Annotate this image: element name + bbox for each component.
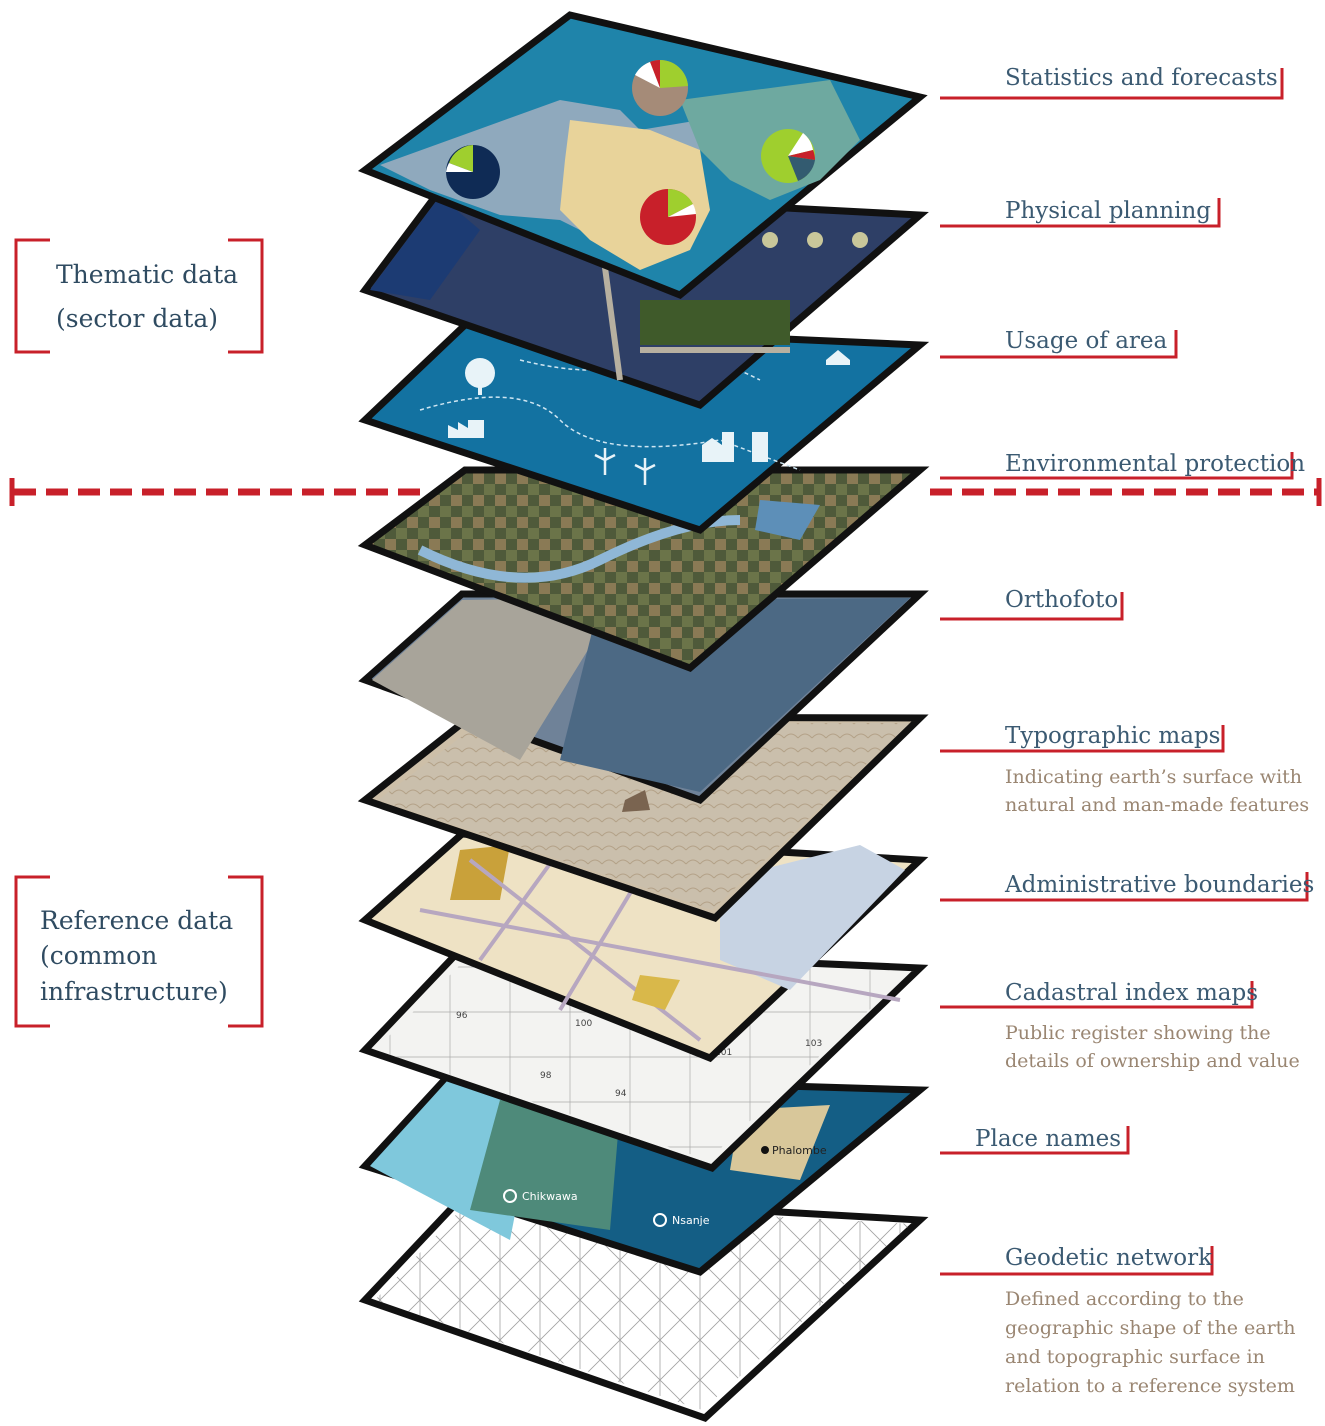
label-physical-planning: Physical planning bbox=[940, 198, 1221, 228]
label-place-names: Place names bbox=[940, 1126, 1130, 1155]
wind-turbine-icon bbox=[594, 448, 656, 485]
svg-text:Geodetic network: Geodetic network bbox=[1005, 1245, 1213, 1271]
svg-text:Chikwawa: Chikwawa bbox=[522, 1190, 578, 1203]
pie-top-center bbox=[632, 59, 688, 116]
svg-text:Public register showing the: Public register showing the bbox=[1005, 1022, 1271, 1044]
layer-administrative-boundaries bbox=[358, 830, 929, 1063]
svg-text:Environmental protection: Environmental protection bbox=[1005, 451, 1305, 477]
city-buildings-icon bbox=[702, 432, 768, 462]
svg-text:Nsanje: Nsanje bbox=[672, 1214, 710, 1227]
thematic-data-label-line2: (sector data) bbox=[56, 304, 218, 333]
svg-text:101: 101 bbox=[715, 1048, 732, 1058]
svg-text:100: 100 bbox=[575, 1019, 592, 1029]
pie-right bbox=[761, 129, 815, 183]
svg-text:94: 94 bbox=[615, 1089, 627, 1099]
svg-text:geographic shape of the earth: geographic shape of the earth bbox=[1005, 1317, 1296, 1339]
label-administrative-boundaries: Administrative boundaries bbox=[940, 872, 1314, 902]
reference-data-label-line2: (common bbox=[40, 941, 157, 970]
thematic-data-label-line1: Thematic data bbox=[56, 260, 238, 289]
svg-text:details of ownership and value: details of ownership and value bbox=[1005, 1050, 1300, 1072]
tree-icon bbox=[465, 358, 495, 395]
pie-center bbox=[640, 188, 696, 245]
svg-text:Indicating earth’s surface wit: Indicating earth’s surface with bbox=[1005, 766, 1302, 788]
label-typographic-maps: Typographic maps Indicating earth’s surf… bbox=[940, 723, 1309, 816]
layer-statistics-and-forecasts bbox=[357, 11, 928, 300]
label-usage-of-area: Usage of area bbox=[940, 328, 1178, 359]
svg-text:96: 96 bbox=[456, 1011, 468, 1021]
reference-data-label-line1: Reference data bbox=[40, 906, 233, 935]
layer-place-names: Chikwawa Nsanje Phalombe bbox=[358, 1072, 930, 1276]
svg-text:Typographic maps: Typographic maps bbox=[1005, 723, 1220, 749]
thematic-reference-divider bbox=[9, 478, 1322, 506]
place-marker-phalombe: Phalombe bbox=[761, 1144, 827, 1157]
pie-left bbox=[446, 145, 500, 199]
label-cadastral-index-maps: Cadastral index maps Public register sho… bbox=[940, 980, 1300, 1072]
label-statistics-and-forecasts: Statistics and forecasts bbox=[940, 65, 1284, 100]
group-reference-data: Reference data (common infrastructure) bbox=[14, 875, 264, 1028]
svg-text:natural and man-made features: natural and man-made features bbox=[1005, 794, 1309, 816]
reference-data-label-line3: infrastructure) bbox=[40, 977, 228, 1006]
house-icon bbox=[826, 350, 850, 365]
svg-text:Phalombe: Phalombe bbox=[772, 1144, 827, 1157]
svg-text:Defined according to the: Defined according to the bbox=[1005, 1288, 1244, 1310]
svg-text:and topographic surface in: and topographic surface in bbox=[1005, 1346, 1265, 1368]
svg-text:98: 98 bbox=[540, 1071, 552, 1081]
place-marker-chikwawa: Chikwawa bbox=[503, 1189, 578, 1203]
svg-text:Cadastral index maps: Cadastral index maps bbox=[1005, 980, 1258, 1006]
svg-text:Place names: Place names bbox=[975, 1126, 1121, 1152]
svg-text:Orthofoto: Orthofoto bbox=[1005, 587, 1118, 613]
group-thematic-data: Thematic data (sector data) bbox=[14, 238, 264, 354]
svg-text:Usage of area: Usage of area bbox=[1005, 328, 1168, 354]
factory-icon bbox=[448, 420, 484, 438]
svg-text:Administrative boundaries: Administrative boundaries bbox=[1004, 872, 1314, 898]
svg-text:Statistics and forecasts: Statistics and forecasts bbox=[1005, 65, 1278, 91]
place-marker-nsanje: Nsanje bbox=[653, 1213, 710, 1227]
svg-text:Physical planning: Physical planning bbox=[1005, 198, 1211, 224]
label-geodetic-network: Geodetic network Defined according to th… bbox=[940, 1245, 1296, 1397]
svg-text:relation to a reference system: relation to a reference system bbox=[1005, 1375, 1295, 1397]
label-environmental-protection: Environmental protection bbox=[940, 451, 1305, 480]
label-orthofoto: Orthofoto bbox=[940, 587, 1124, 621]
svg-text:103: 103 bbox=[805, 1039, 822, 1049]
